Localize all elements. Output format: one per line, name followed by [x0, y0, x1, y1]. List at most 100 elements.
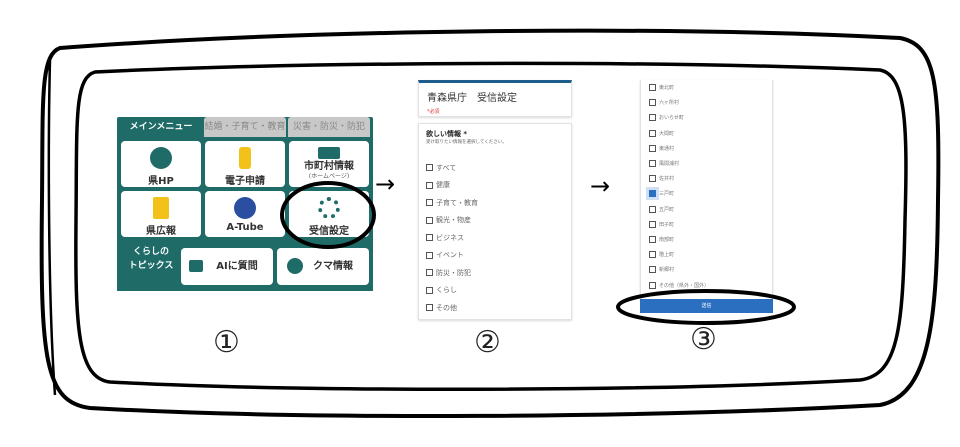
tab-marriage-childcare[interactable]: 結婚・子育て・教育 [204, 117, 286, 137]
checkbox-icon[interactable] [649, 266, 656, 274]
option-label: 子育て・教育 [436, 198, 478, 207]
checkbox-option[interactable]: 子育て・教育 [426, 194, 564, 212]
form-title: 青森県庁 受信設定 [427, 93, 517, 104]
castle-icon [150, 147, 172, 169]
main-menu-screenshot: メインメニュー 結婚・子育て・教育 災害・防災・防犯 県HP 電子申請 市町村情… [117, 117, 373, 291]
bulletin-icon [153, 197, 169, 219]
a-tube-icon [234, 197, 256, 219]
option-label: 田子町 [659, 221, 675, 228]
checkbox-option[interactable]: 南部町 [649, 232, 764, 247]
option-label: 三戸町 [659, 191, 675, 198]
checkbox-icon[interactable] [649, 190, 656, 198]
checkbox-icon[interactable] [649, 205, 656, 213]
tab-main-menu[interactable]: メインメニュー [120, 117, 202, 137]
checkbox-icon[interactable] [426, 199, 433, 207]
checkbox-option[interactable]: 防災・防犯 [426, 264, 564, 282]
step-1-label: ① [213, 325, 240, 360]
phone-icon [239, 147, 251, 169]
option-label: その他 [436, 303, 457, 312]
arrow-2: → [590, 172, 611, 200]
arrow-1: → [375, 170, 396, 198]
checkbox-icon[interactable] [426, 251, 433, 259]
checkbox-icon[interactable] [649, 175, 656, 183]
option-label: 健康 [436, 181, 450, 190]
option-label: 六ヶ所村 [659, 100, 680, 107]
checkbox-icon[interactable] [649, 220, 656, 228]
option-label: 新郷村 [659, 267, 675, 274]
checkbox-icon[interactable] [649, 99, 656, 107]
checkbox-icon[interactable] [649, 235, 656, 243]
checkbox-icon[interactable] [649, 281, 656, 289]
checkbox-option[interactable]: 健康 [426, 177, 564, 195]
checkbox-icon[interactable] [649, 160, 656, 168]
option-label: おいらせ町 [659, 115, 684, 122]
checkbox-option[interactable]: 佐井村 [649, 171, 764, 186]
checkbox-option[interactable]: イベント [426, 247, 564, 265]
tile-municipality-info[interactable]: 市町村情報 (ホームページ) [289, 141, 369, 187]
checkbox-option[interactable]: ビジネス [426, 229, 564, 247]
option-label: 防災・防犯 [436, 268, 471, 277]
step-3-label: ③ [690, 322, 717, 357]
option-label: 観光・物産 [436, 216, 471, 225]
option-label: 大間町 [659, 130, 675, 137]
checkbox-icon[interactable] [649, 144, 656, 152]
checkbox-option[interactable]: 観光・物産 [426, 212, 564, 230]
checkbox-option[interactable]: 三戸町 [649, 186, 764, 201]
checkbox-icon[interactable] [649, 84, 656, 92]
checkbox-icon[interactable] [426, 164, 433, 172]
option-label: 風間浦村 [659, 161, 680, 168]
option-label: 佐井村 [659, 176, 675, 183]
submit-button[interactable]: 送信 [640, 299, 773, 313]
ai-question-button[interactable]: AIに質問 [181, 248, 273, 285]
option-label: その他（県外・国外） [659, 282, 710, 289]
checkbox-option[interactable]: 田子町 [649, 217, 764, 232]
checkbox-icon[interactable] [426, 304, 433, 312]
checkbox-option[interactable]: 東通村 [649, 141, 764, 156]
tab-disaster[interactable]: 災害・防災・防犯 [288, 117, 370, 137]
checkbox-option[interactable]: 風間浦村 [649, 156, 764, 171]
checkbox-icon[interactable] [649, 251, 656, 259]
checkbox-icon[interactable] [426, 216, 433, 224]
checkbox-icon[interactable] [426, 181, 433, 189]
step-2-label: ② [474, 325, 501, 360]
tile-subtitle: (ホームページ) [308, 173, 350, 180]
checkbox-option[interactable]: 五戸町 [649, 202, 764, 217]
info-question-card: 欲しい情報 * 受け取りたい情報を選択してください。 すべて健康子育て・教育観光… [418, 123, 572, 320]
gear-icon [318, 197, 340, 219]
tile-receive-settings[interactable]: 受信設定 [289, 191, 369, 237]
option-label: ビジネス [436, 233, 464, 242]
robot-icon [189, 260, 203, 272]
checkbox-option[interactable]: くらし [426, 282, 564, 300]
checkbox-option[interactable]: 新郷村 [649, 262, 764, 277]
bear-icon [287, 258, 303, 274]
checkbox-option[interactable]: すべて [426, 159, 564, 177]
checkbox-icon[interactable] [649, 129, 656, 137]
option-label: 五戸町 [659, 206, 675, 213]
municipality-list-card: 東北町六ヶ所村おいらせ町大間町東通村風間浦村佐井村三戸町五戸町田子町南部町階上町… [640, 80, 773, 300]
checkbox-icon[interactable] [426, 269, 433, 277]
checkbox-option[interactable]: おいらせ町 [649, 110, 764, 125]
checkbox-icon[interactable] [649, 114, 656, 122]
tile-pref-bulletin[interactable]: 県広報 [121, 191, 201, 237]
checkbox-icon[interactable] [426, 286, 433, 294]
required-note: *必須 [427, 109, 440, 115]
tile-a-tube[interactable]: A-Tube [205, 191, 285, 237]
question-label: 欲しい情報 * [426, 130, 468, 138]
checkbox-icon[interactable] [426, 234, 433, 242]
checkbox-option[interactable]: 六ヶ所村 [649, 95, 764, 110]
question-hint: 受け取りたい情報を選択してください。 [426, 140, 507, 145]
checkbox-option[interactable]: その他 [426, 299, 564, 317]
checkbox-option[interactable]: 階上町 [649, 247, 764, 262]
option-label: 階上町 [659, 252, 675, 259]
checkbox-option[interactable]: 東北町 [649, 80, 764, 95]
option-label: イベント [436, 251, 464, 260]
tile-e-application[interactable]: 電子申請 [205, 141, 285, 187]
tile-pref-hp[interactable]: 県HP [121, 141, 201, 187]
option-label: すべて [436, 163, 457, 172]
checkbox-option[interactable]: その他（県外・国外） [649, 277, 764, 292]
checkbox-option[interactable]: 大間町 [649, 126, 764, 141]
topics-label: くらしの トピックス [128, 247, 174, 271]
option-label: くらし [436, 286, 457, 295]
option-label: 東北町 [659, 85, 675, 92]
bear-info-button[interactable]: クマ情報 [277, 248, 369, 285]
